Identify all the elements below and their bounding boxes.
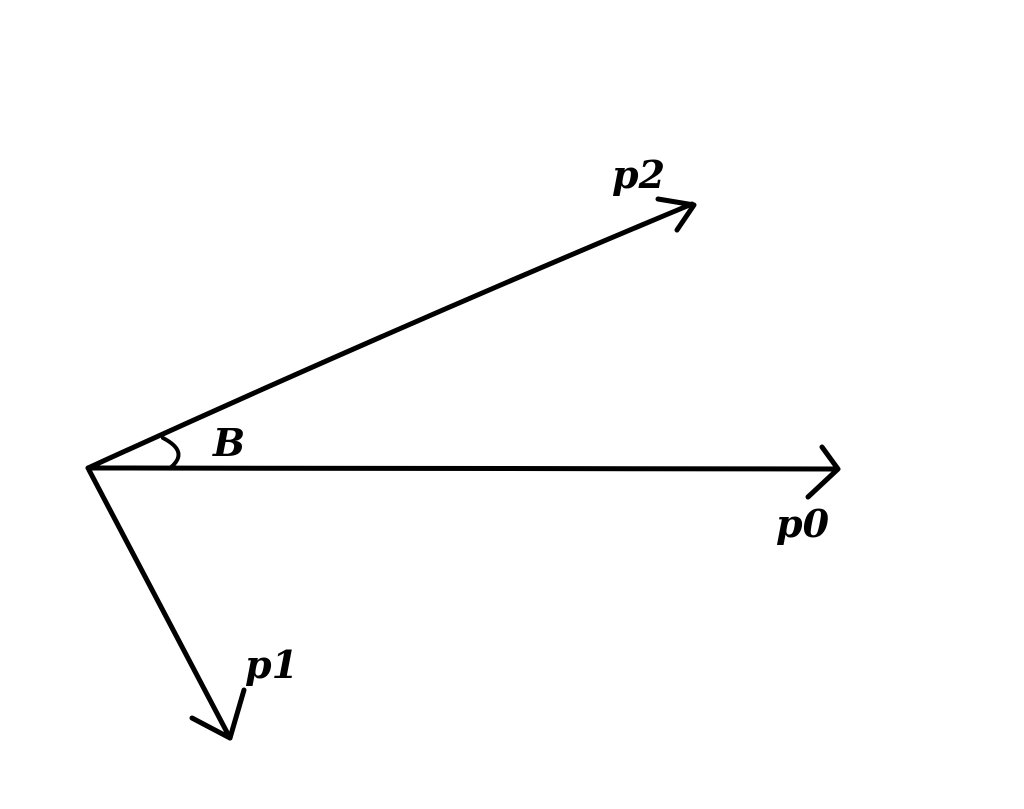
vector-p1-shaft [86, 467, 233, 741]
vector-p0-arrowhead [805, 444, 841, 500]
vector-p0: p0 [85, 444, 841, 546]
vector-p0-label: p0 [776, 501, 830, 546]
angle-b-arc [161, 436, 181, 470]
vector-p2-label: p2 [612, 152, 665, 197]
vector-p1-label: p1 [245, 642, 298, 687]
vector-p1-arrowhead [189, 687, 247, 741]
angle-b-label: B [212, 420, 245, 465]
vector-p1: p1 [86, 467, 298, 741]
vector-p2: p2 [85, 152, 697, 471]
vector-p0-shaft [85, 465, 840, 472]
vector-p2-arrowhead [655, 196, 697, 233]
angle-b: B [161, 420, 245, 470]
vector-p2-shaft [85, 201, 695, 471]
